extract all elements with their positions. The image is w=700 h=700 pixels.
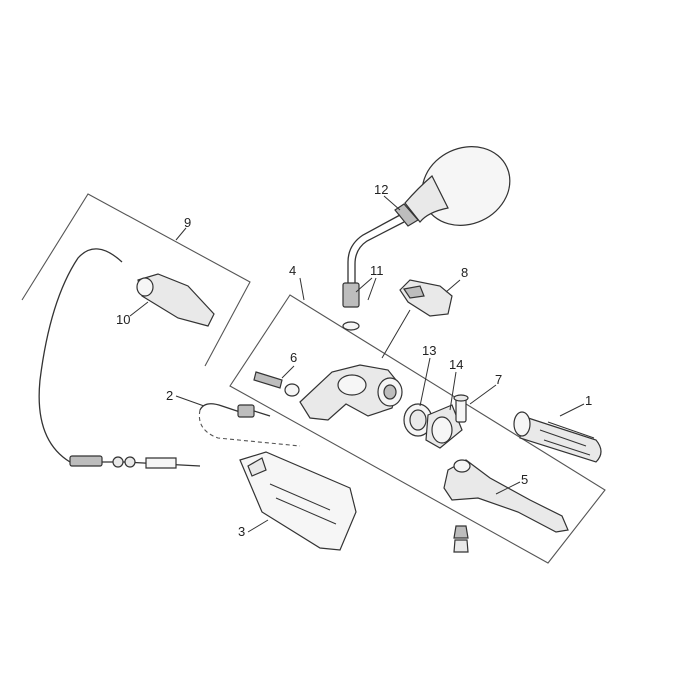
switch-ring-14	[425, 404, 463, 449]
adjuster-screw	[253, 371, 300, 397]
callout-9: 9	[184, 215, 191, 230]
hand-guard	[239, 451, 357, 551]
callout-3: 3	[238, 524, 245, 539]
callout-11: 11	[370, 263, 384, 278]
callout-7: 7	[495, 372, 502, 387]
callout-14: 14	[449, 357, 463, 372]
handlebar-grip	[513, 411, 602, 463]
switch-ring-13	[403, 403, 433, 437]
callout-12: 12	[374, 182, 388, 197]
callout-13: 13	[422, 343, 436, 358]
group-frame-9	[21, 193, 251, 367]
switch-cable	[198, 403, 301, 447]
switch-housing	[399, 279, 453, 317]
callout-10: 10	[116, 312, 130, 327]
callout-6: 6	[290, 350, 297, 365]
lever-bracket	[299, 364, 403, 421]
callout-1: 1	[585, 393, 592, 408]
callout-leaders	[129, 195, 585, 533]
rear-view-mirror	[342, 146, 511, 331]
pivot-bolt	[453, 394, 469, 423]
callout-labels: 1 2 3 4 5 6 7 8 9 10 11 12 13 14	[116, 182, 592, 539]
throttle-cable	[38, 248, 201, 469]
callout-5: 5	[521, 472, 528, 487]
callout-2: 2	[166, 388, 173, 403]
brake-lever	[443, 459, 569, 553]
callout-4: 4	[289, 263, 296, 278]
grip-sleeve	[136, 273, 215, 327]
callout-8: 8	[461, 265, 468, 280]
group-frame-4	[229, 294, 606, 564]
